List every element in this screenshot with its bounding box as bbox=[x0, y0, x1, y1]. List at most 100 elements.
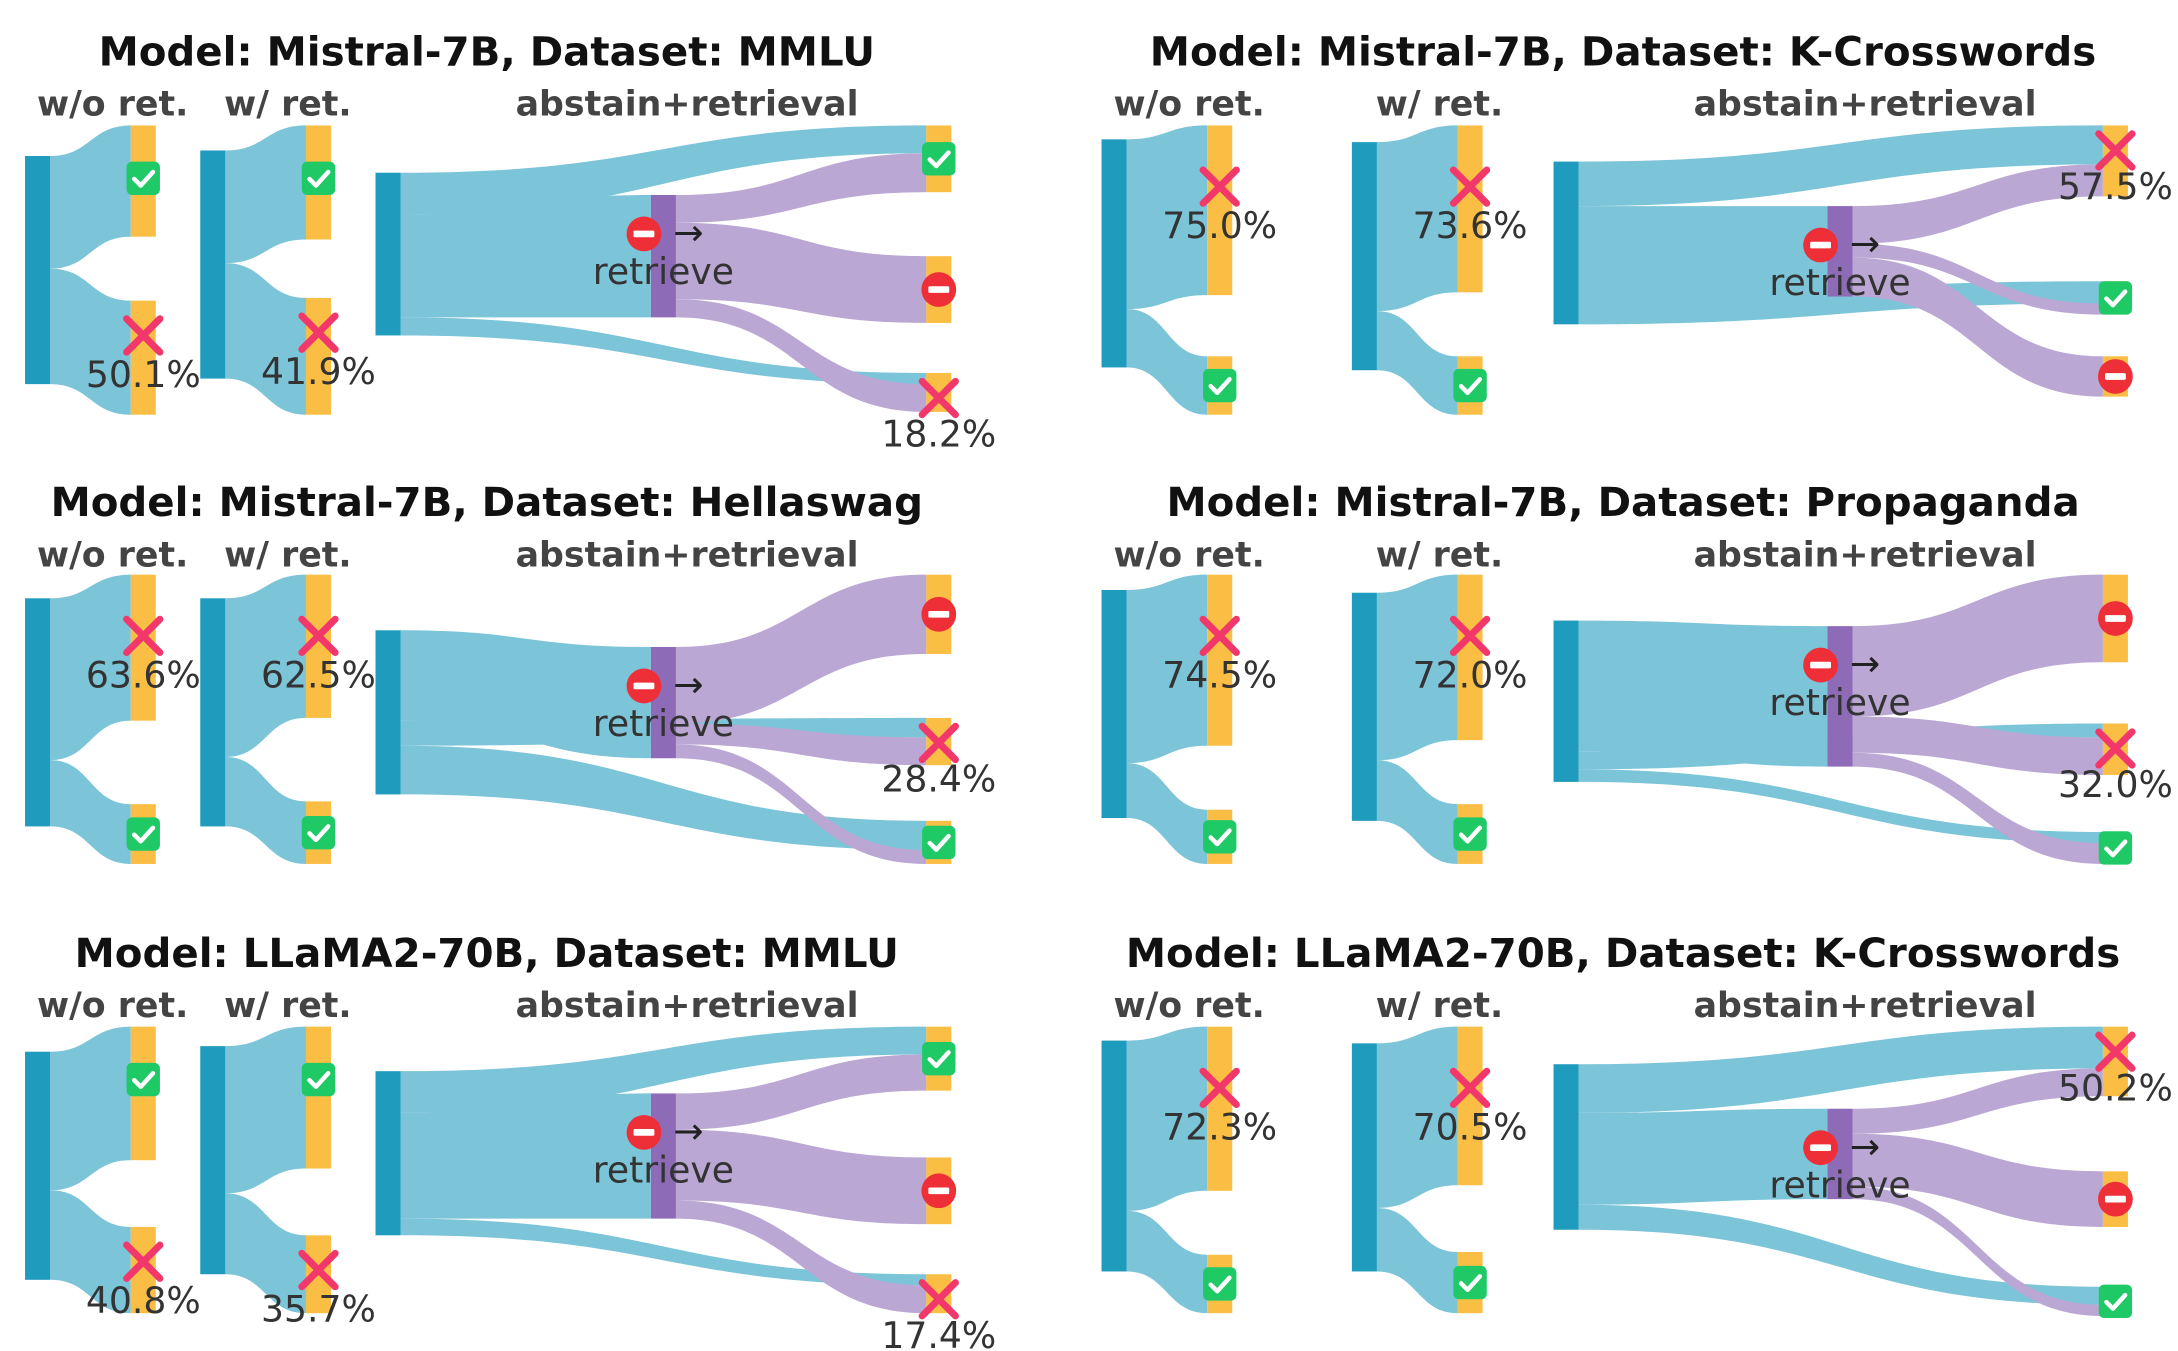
check-box-icon bbox=[1203, 1267, 1236, 1300]
check-box-icon bbox=[127, 1063, 160, 1096]
outcome-node bbox=[305, 1026, 332, 1169]
flow-band bbox=[400, 1093, 651, 1219]
flow-band bbox=[50, 268, 131, 415]
flow-band bbox=[1852, 1186, 2103, 1316]
flow-band bbox=[1578, 206, 1828, 297]
percentage-label: 35.7% bbox=[261, 1288, 376, 1331]
source-node bbox=[1553, 161, 1579, 325]
source-node bbox=[375, 630, 401, 795]
column-header-abstain-retrieval: abstain+retrieval bbox=[516, 85, 859, 125]
flow-band bbox=[1376, 125, 1458, 312]
retrieve-node bbox=[1827, 626, 1853, 767]
flow-band bbox=[50, 125, 131, 269]
percentage-label: 41.9% bbox=[261, 350, 376, 393]
column-header-abstain-retrieval: abstain+retrieval bbox=[516, 535, 859, 575]
column-header-wo-ret: w/o ret. bbox=[1113, 535, 1264, 575]
check-box-icon bbox=[1453, 1266, 1486, 1299]
flow-band bbox=[400, 194, 651, 318]
percentage-label: 57.5% bbox=[2058, 165, 2173, 208]
column-header-w-ret: w/ ret. bbox=[1376, 85, 1503, 125]
right-arrow-icon: → bbox=[1850, 642, 1880, 685]
panel: Model: LLaMA2-70B, Dataset: K-Crosswords… bbox=[1101, 930, 2173, 1318]
panel-title: Model: Mistral-7B, Dataset: Propaganda bbox=[1166, 479, 2079, 526]
right-arrow-icon: → bbox=[673, 663, 703, 706]
no-entry-icon bbox=[921, 272, 957, 307]
flow-band bbox=[1578, 281, 2103, 325]
check-box-icon bbox=[127, 817, 160, 850]
flow-band bbox=[400, 1026, 927, 1113]
flow-band bbox=[675, 1129, 927, 1225]
panel-title: Model: LLaMA2-70B, Dataset: MMLU bbox=[75, 930, 899, 977]
panel: Model: Mistral-7B, Dataset: Hellaswag w/o… bbox=[25, 479, 996, 864]
percentage-label: 63.6% bbox=[86, 653, 201, 696]
flow-band bbox=[1578, 1204, 2103, 1305]
right-arrow-icon: → bbox=[673, 1110, 703, 1153]
percentage-label: 73.6% bbox=[1413, 204, 1528, 247]
flow-band bbox=[1578, 1026, 2103, 1113]
retrieve-node bbox=[650, 194, 676, 318]
retrieve-label: retrieve bbox=[1769, 1164, 1910, 1207]
no-entry-icon bbox=[2098, 359, 2133, 394]
flow-band bbox=[1852, 1133, 2103, 1227]
column-header-w-ret: w/ ret. bbox=[224, 986, 351, 1026]
column-header-wo-ret: w/o ret. bbox=[37, 535, 188, 575]
retrieve-node bbox=[650, 1093, 676, 1219]
source-node bbox=[375, 1071, 401, 1236]
column-header-wo-ret: w/o ret. bbox=[1113, 85, 1264, 125]
flow-band bbox=[675, 723, 927, 766]
outcome-node bbox=[1457, 1026, 1483, 1186]
no-entry-icon bbox=[626, 668, 662, 704]
flow-band bbox=[675, 299, 927, 412]
right-arrow-icon: → bbox=[1850, 222, 1880, 265]
column-header-abstain-retrieval: abstain+retrieval bbox=[516, 986, 859, 1026]
check-box-icon bbox=[2099, 831, 2132, 864]
flow-band bbox=[1852, 716, 2103, 775]
right-arrow-icon: → bbox=[1850, 1125, 1880, 1168]
outcome-node bbox=[1207, 574, 1233, 746]
retrieve-label: retrieve bbox=[1769, 261, 1910, 304]
check-box-icon bbox=[302, 816, 335, 849]
column-header-abstain-retrieval: abstain+retrieval bbox=[1694, 535, 2037, 575]
retrieve-label: retrieve bbox=[593, 1148, 734, 1191]
retrieve-label: retrieve bbox=[593, 702, 734, 745]
flow-band bbox=[675, 1054, 927, 1130]
outcome-node bbox=[1207, 1026, 1233, 1191]
flow-band bbox=[225, 263, 306, 415]
source-node bbox=[1101, 1040, 1127, 1272]
column-header-abstain-retrieval: abstain+retrieval bbox=[1694, 986, 2037, 1026]
check-box-icon bbox=[1453, 817, 1486, 850]
flow-band bbox=[1852, 752, 2103, 864]
source-node bbox=[1351, 1043, 1377, 1272]
flow-band bbox=[675, 744, 927, 864]
column-header-wo-ret: w/o ret. bbox=[37, 986, 188, 1026]
flow-band bbox=[1376, 760, 1458, 864]
source-node bbox=[1553, 620, 1579, 782]
no-entry-icon bbox=[921, 596, 957, 632]
flow-band bbox=[400, 1218, 927, 1286]
check-box-icon bbox=[1203, 369, 1236, 402]
flow-band bbox=[1376, 1207, 1458, 1314]
no-entry-icon bbox=[921, 1173, 957, 1209]
source-node bbox=[1101, 139, 1127, 368]
retrieve-node bbox=[650, 646, 676, 759]
flow-band bbox=[50, 1026, 131, 1191]
column-header-abstain-retrieval: abstain+retrieval bbox=[1694, 85, 2037, 125]
outcome-node bbox=[1457, 574, 1483, 741]
flow-band bbox=[400, 317, 927, 385]
flow-band bbox=[1376, 311, 1458, 415]
panel-title: Model: Mistral-7B, Dataset: Hellaswag bbox=[51, 479, 923, 526]
percentage-label: 72.0% bbox=[1413, 653, 1528, 696]
check-box-icon bbox=[127, 162, 160, 195]
source-node bbox=[1553, 1064, 1579, 1230]
source-node bbox=[375, 172, 401, 336]
percentage-label: 75.0% bbox=[1162, 204, 1277, 247]
percentage-label: 50.1% bbox=[86, 353, 201, 396]
flow-band bbox=[225, 574, 306, 758]
column-header-wo-ret: w/o ret. bbox=[37, 85, 188, 125]
flow-band bbox=[1578, 769, 2103, 844]
source-node bbox=[200, 598, 226, 827]
source-node bbox=[1351, 592, 1377, 821]
no-entry-icon bbox=[1803, 1130, 1838, 1166]
